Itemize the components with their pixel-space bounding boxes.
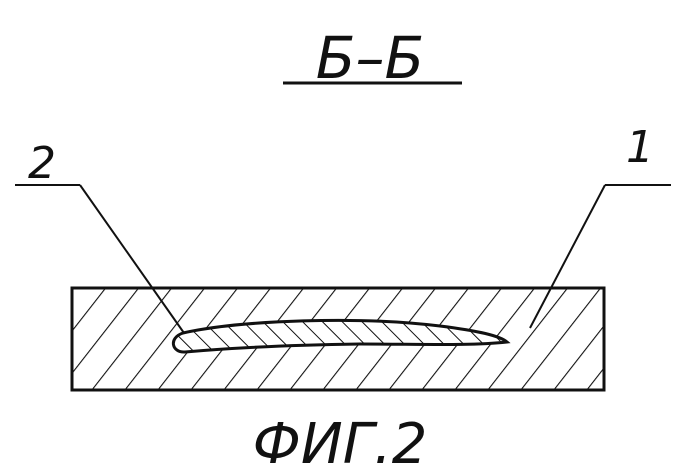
callout-2: 2 — [28, 138, 56, 189]
figure-caption: ФИГ.2 — [253, 412, 428, 475]
callout-1: 1 — [626, 122, 654, 173]
